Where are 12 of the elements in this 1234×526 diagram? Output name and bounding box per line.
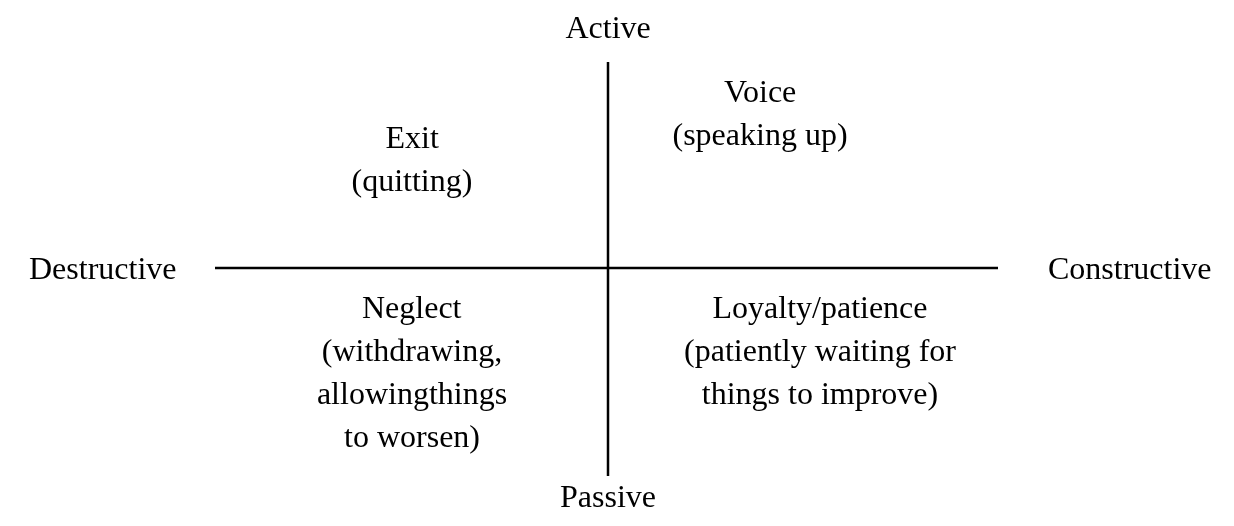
quadrant-description: (withdrawing, allowingthings to worsen) — [315, 331, 509, 456]
quadrant-description: (quitting) — [351, 161, 473, 200]
axis-label: Passive — [560, 477, 656, 516]
quadrant-description: (patiently waiting for things to improve) — [683, 331, 957, 413]
axis-label: Active — [565, 8, 651, 47]
quadrant-heading: Neglect — [362, 288, 462, 327]
quadrant-description: (speaking up) — [672, 115, 848, 154]
quadrant-heading: Loyalty/patience — [712, 288, 928, 327]
quadrant-heading: Exit — [385, 118, 439, 157]
quadrant-heading: Voice — [724, 72, 797, 111]
axis-label: Constructive — [1048, 249, 1212, 288]
axis-label: Destructive — [29, 249, 177, 288]
